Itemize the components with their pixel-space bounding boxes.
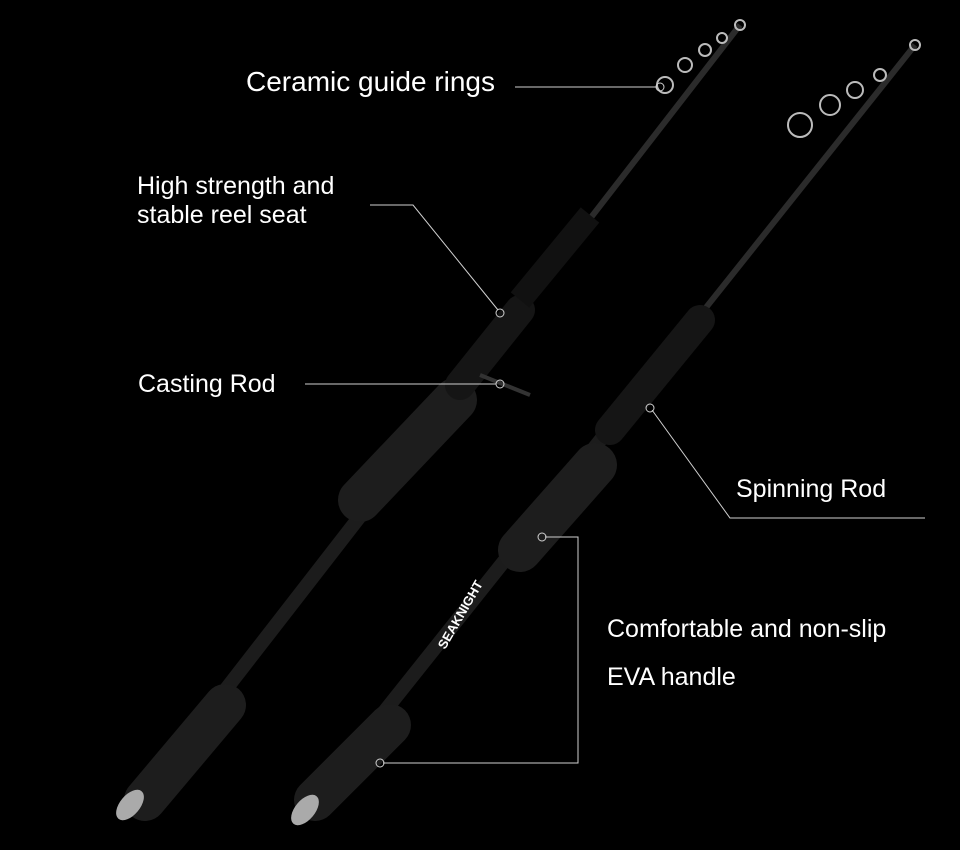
guide-rings	[656, 19, 746, 94]
fore-grip	[338, 378, 477, 522]
casting-rod	[116, 19, 746, 821]
callout-handle-line2: EVA handle	[607, 663, 736, 691]
rear-grip	[124, 684, 246, 821]
reel-seat-nut	[510, 207, 600, 308]
callout-reel-seat-line2: stable reel seat	[137, 201, 307, 229]
callout-handle-line1: Comfortable and non-slip	[607, 615, 887, 643]
reel-seat	[445, 295, 535, 400]
rear-grip	[294, 704, 411, 821]
brand-logo: SEAKNIGHT	[435, 578, 486, 652]
spinning-rod: SEAKNIGHT	[291, 39, 921, 826]
callout-casting-rod: Casting Rod	[138, 370, 276, 398]
reel-seat	[595, 305, 715, 445]
callout-spinning-rod: Spinning Rod	[736, 475, 887, 503]
fore-grip	[498, 443, 617, 572]
callout-lines	[305, 82, 925, 768]
callout-guide-rings: Ceramic guide rings	[246, 66, 495, 97]
guide-rings	[787, 39, 921, 138]
callout-reel-seat-line1: High strength and	[137, 172, 335, 200]
